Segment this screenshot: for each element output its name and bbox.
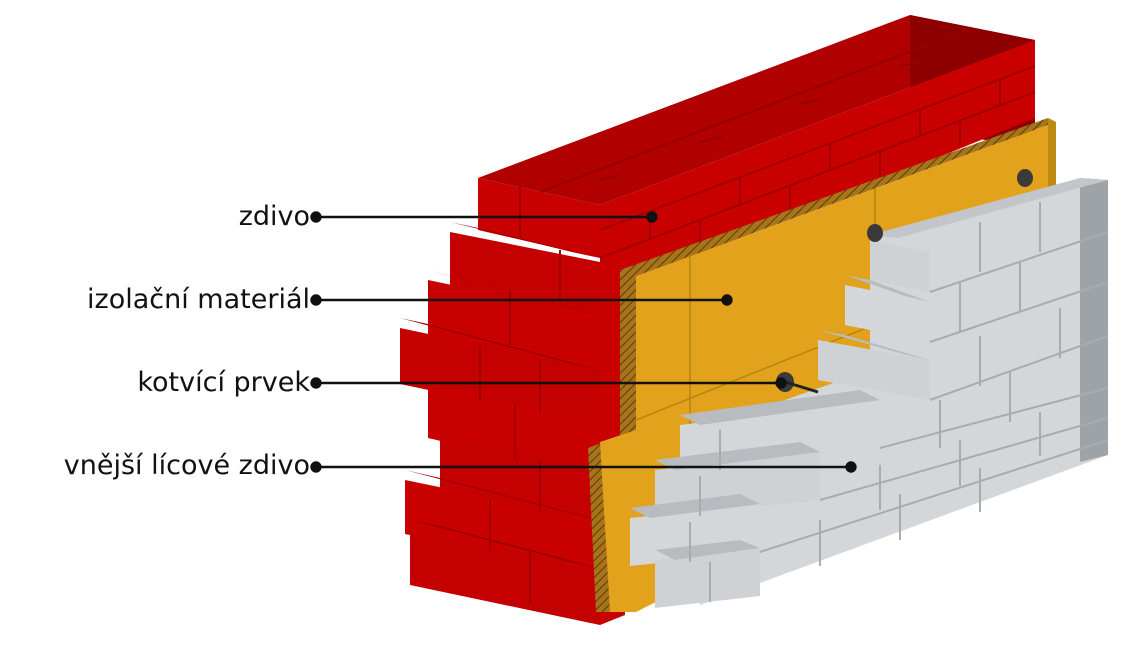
leader-lines (310, 211, 857, 473)
inner-wall-stepped-edge (400, 178, 600, 625)
facing-wall-end-face (1080, 178, 1108, 462)
cavity-membrane (620, 118, 1056, 612)
label-insulation: izolační materiál (87, 284, 310, 315)
label-wall: zdivo (238, 201, 310, 232)
facing-wall-top-face (870, 178, 1108, 238)
label-anchor: kotvící prvek (137, 367, 310, 398)
label-facing-brick: vnější lícové zdivo (63, 450, 310, 481)
inner-wall-front-face (600, 40, 1035, 625)
outer-facing-wall (630, 178, 1109, 608)
facing-wall-stepped-edge (630, 240, 930, 608)
